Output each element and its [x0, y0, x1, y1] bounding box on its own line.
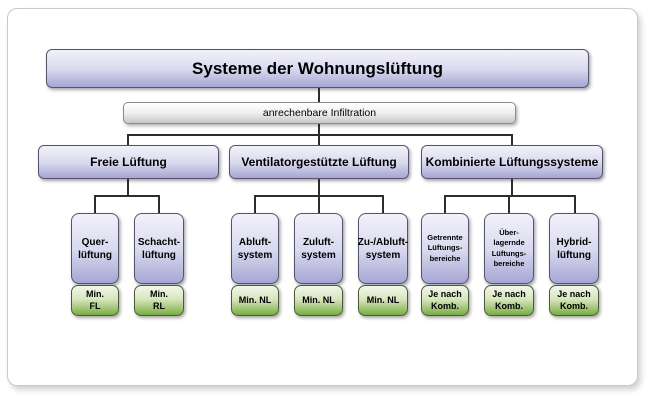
leaf-label: Quer- lüftung	[78, 236, 112, 261]
requirement-node-zuluftsystem: Min. NL	[294, 285, 343, 316]
leaf-label: Abluft- system	[237, 236, 273, 261]
requirement-label: Je nach Komb.	[557, 288, 591, 311]
stub-getrennte	[444, 195, 446, 213]
connector-root-infiltration	[318, 88, 320, 102]
stub-querlueftung	[94, 195, 96, 213]
requirement-label: Min. NL	[366, 294, 400, 305]
branch-label: Ventilatorgestützte Lüftung	[241, 155, 397, 169]
branch-node-kombinierte-systeme: Kombinierte Lüftungssysteme	[421, 145, 603, 179]
requirement-node-ueberlagernde-bereiche: Je nach Komb.	[484, 285, 534, 316]
leaf-node-hybridlueftung: Hybrid- lüftung	[549, 213, 599, 284]
leaf-node-zuluftsystem: Zuluft- system	[294, 213, 343, 284]
infiltration-node: anrechenbare Infiltration	[123, 102, 516, 124]
leaf-label: Über- lagernde Lüftungs- bereiche	[491, 228, 527, 268]
leaf-label: Zu-/Abluft- system	[357, 236, 409, 261]
branch-label: Kombinierte Lüftungssysteme	[425, 155, 599, 169]
requirement-node-abluftsystem: Min. NL	[231, 285, 279, 316]
connector-drop-ventilator	[318, 134, 320, 145]
requirement-node-schachtlueftung: Min. RL	[134, 285, 184, 316]
requirement-node-getrennte-bereiche: Je nach Komb.	[421, 285, 469, 316]
requirement-node-hybridlueftung: Je nach Komb.	[549, 285, 599, 316]
stub-schachtlueftung	[158, 195, 160, 213]
leaf-label: Schacht- lüftung	[137, 236, 181, 261]
leaf-label: Zuluft- system	[301, 236, 336, 261]
connector-drop-kombiniert	[511, 134, 513, 145]
connector-freie-down	[127, 179, 129, 196]
leaf-label: Getrennte Lüftungs- bereiche	[427, 233, 463, 263]
branch-node-ventilatorgestuetzt: Ventilatorgestützte Lüftung	[229, 145, 409, 179]
leaf-node-abluftsystem: Abluft- system	[231, 213, 279, 284]
leaf-label: Hybrid- lüftung	[556, 236, 592, 261]
connector-kombiniert-down	[511, 179, 513, 196]
leaf-node-getrennte-bereiche: Getrennte Lüftungs- bereiche	[421, 213, 469, 284]
requirement-label: Min. NL	[302, 294, 335, 305]
stub-abluft	[254, 195, 256, 213]
stub-zuluft	[318, 195, 320, 213]
requirement-label: Je nach Komb.	[428, 288, 462, 311]
branch-node-freie-lueftung: Freie Lüftung	[38, 145, 219, 179]
leaf-node-querlueftung: Quer- lüftung	[71, 213, 119, 284]
infiltration-label: anrechenbare Infiltration	[262, 107, 377, 119]
leaf-node-schachtlueftung: Schacht- lüftung	[134, 213, 184, 284]
connector-drop-freie	[127, 134, 129, 145]
stub-hybrid	[574, 195, 576, 213]
branch-label: Freie Lüftung	[90, 155, 167, 169]
requirement-label: Min. FL	[86, 288, 104, 311]
stub-ueberlagernde	[508, 195, 510, 213]
requirement-node-zuabluftsystem: Min. NL	[358, 285, 408, 316]
bus-freie	[94, 195, 160, 197]
diagram-card: Systeme der Wohnungslüftung anrechenbare…	[7, 8, 638, 386]
connector-infiltration-bus	[318, 124, 320, 136]
leaf-node-ueberlagernde-bereiche: Über- lagernde Lüftungs- bereiche	[484, 213, 534, 284]
requirement-label: Min. NL	[238, 294, 272, 305]
requirement-label: Je nach Komb.	[492, 288, 526, 311]
stub-zuabluft	[382, 195, 384, 213]
leaf-node-zuabluftsystem: Zu-/Abluft- system	[358, 213, 408, 284]
connector-ventilator-down	[318, 179, 320, 196]
root-node-label: Systeme der Wohnungslüftung	[192, 58, 443, 78]
requirement-label: Min. RL	[150, 288, 168, 311]
root-node-wohnungslueftung: Systeme der Wohnungslüftung	[46, 49, 589, 88]
bus-kombiniert	[444, 195, 576, 197]
connector-bus-level2	[127, 134, 513, 136]
requirement-node-querlueftung: Min. FL	[71, 285, 119, 316]
